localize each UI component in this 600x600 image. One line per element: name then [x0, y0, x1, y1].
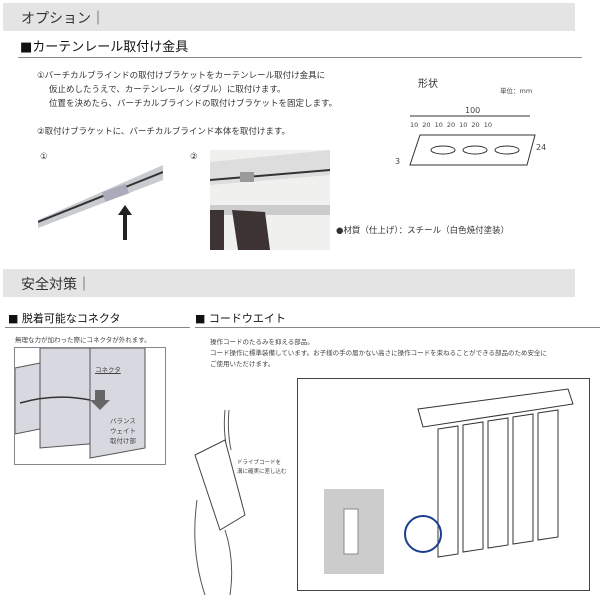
options-title: オプション｜: [21, 11, 105, 27]
step-1-line-1: ①バーチカルブラインドの取付けブラケットをカーテンレール取付け金具に: [37, 71, 326, 81]
cord-desc-2: コード操作に標準装備しています。お子様の手の届かない高さに操作コードを束ねること…: [210, 349, 548, 357]
dim-height: 24: [536, 143, 547, 152]
connector-desc: 無理な力が加わった際にコネクタが外れます。: [15, 336, 151, 344]
divider: [5, 327, 190, 328]
callout-1: ドライブコードを: [237, 460, 282, 466]
connector-label: コネクタ: [95, 366, 121, 374]
divider: [18, 57, 582, 58]
weight-label-2: ウェイト: [110, 427, 136, 435]
weight-label-3: 取付け部: [110, 437, 136, 445]
material: ●材質（仕上げ）：スチール（白色焼付塗装）: [336, 226, 510, 236]
cord-weight-title: ■ コードウエイト: [195, 312, 286, 325]
blind-illustration: [297, 378, 590, 591]
callout-2: 溝に確実に差し込む: [237, 469, 287, 475]
step-1-line-2: 仮止めしたうえで、カーテンレール（ダブル）に取付けます。: [49, 85, 286, 95]
safety-header-bar: 安全対策｜: [3, 269, 575, 297]
connector-illustration: コネクタ バランス ウェイト 取付け部: [14, 347, 166, 465]
photo-2-label: ②: [190, 152, 198, 162]
step-2: ②取付けブラケットに、バーチカルブラインド本体を取付けます。: [37, 127, 291, 137]
safety-title: 安全対策｜: [21, 277, 91, 293]
rail-photo-2: [210, 150, 330, 250]
rail-photo-1: [38, 165, 163, 240]
cord-desc-3: ご使用いただけます。: [210, 360, 275, 368]
cord-desc-1: 操作コードのたるみを抑える部品。: [210, 338, 314, 346]
photo-1-label: ①: [40, 152, 48, 162]
rail-bracket-title: ■カーテンレール取付け金具: [20, 40, 189, 55]
cord-weight-illustration: [194, 410, 246, 595]
shape-unit: 単位：mm: [500, 87, 533, 95]
divider: [195, 327, 600, 328]
dim-total: 100: [465, 106, 481, 115]
weight-label-1: バランス: [110, 417, 136, 425]
dim-thickness: 3: [395, 157, 401, 166]
step-1-line-3: 位置を決めたら、バーチカルブラインドの取付けブラケットを固定します。: [49, 99, 338, 109]
options-header-bar: オプション｜: [3, 3, 575, 31]
shape-title: 形状: [418, 79, 438, 90]
connector-title: ■ 脱着可能なコネクタ: [8, 312, 121, 325]
